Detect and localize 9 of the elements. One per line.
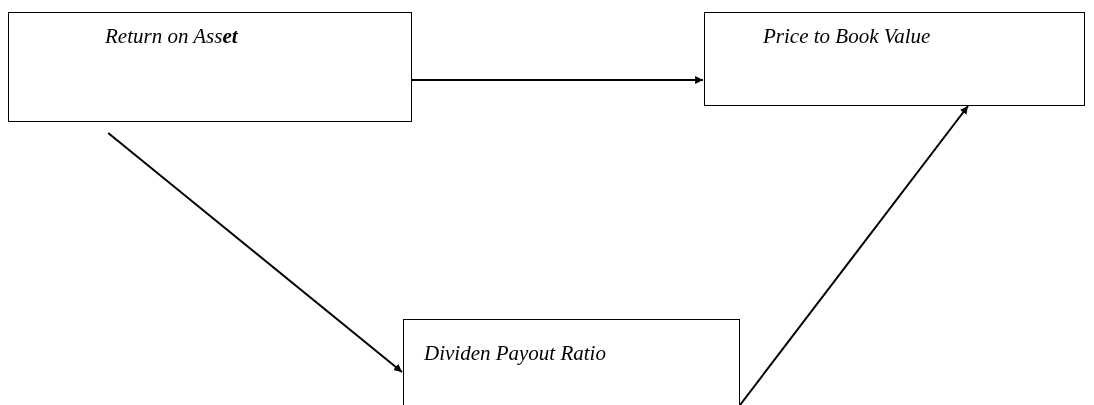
process-box	[8, 12, 412, 122]
box-label: Price to Book Value	[763, 23, 931, 50]
box-label: Return on Asset	[105, 23, 238, 50]
arrow	[107, 132, 403, 373]
box-label: Dividen Payout Ratio	[424, 340, 606, 367]
process-box	[704, 12, 1085, 106]
arrow	[739, 105, 970, 405]
arrow	[411, 75, 704, 84]
process-box	[403, 319, 740, 405]
